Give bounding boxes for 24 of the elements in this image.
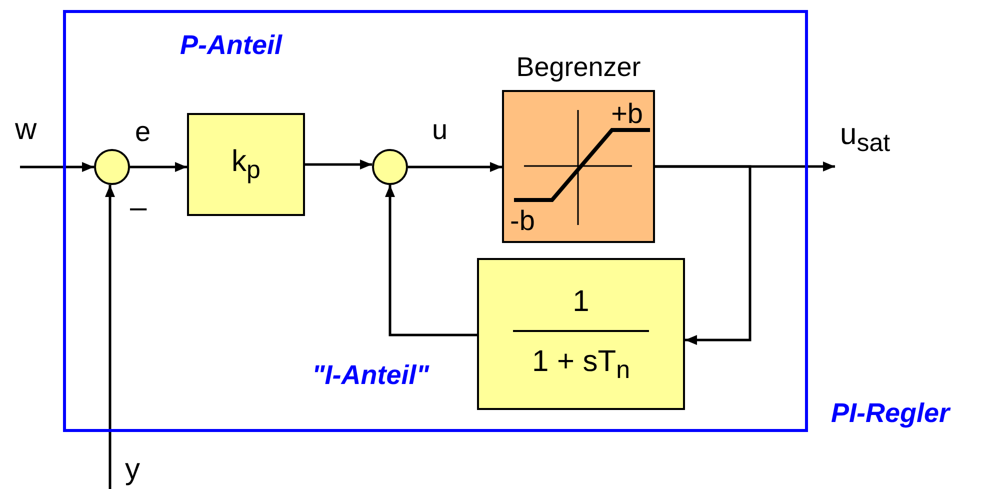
signal-arrow <box>20 162 94 172</box>
gain-label: k$_{p}$ <box>230 144 262 185</box>
gain-block <box>187 113 305 216</box>
summing-junction <box>94 149 130 185</box>
minus-sign: – <box>130 193 147 223</box>
signal-arrow <box>105 185 115 489</box>
transfer-function-block <box>477 258 685 410</box>
signal-label: u$_{sat}$ <box>840 120 910 160</box>
signal-label: y <box>125 455 155 487</box>
signal-label: w <box>15 115 55 151</box>
section-label: P-Anteil <box>180 30 282 61</box>
numerator: 1 <box>572 284 590 320</box>
signal-arrow <box>305 160 372 170</box>
denominator: 1 + sT$_{n}$ <box>530 344 632 384</box>
signal-arrow <box>130 162 187 172</box>
summing-junction <box>372 149 408 185</box>
signal-arrow <box>385 185 477 336</box>
section-label: "I-Anteil" <box>312 360 430 391</box>
block-title: Begrenzer <box>515 52 642 83</box>
controller-title: PI-Regler <box>831 398 950 429</box>
signal-arrow <box>408 162 502 172</box>
lower-limit-label: -b <box>510 207 535 235</box>
signal-arrow <box>655 165 752 345</box>
upper-limit-label: +b <box>611 100 643 128</box>
